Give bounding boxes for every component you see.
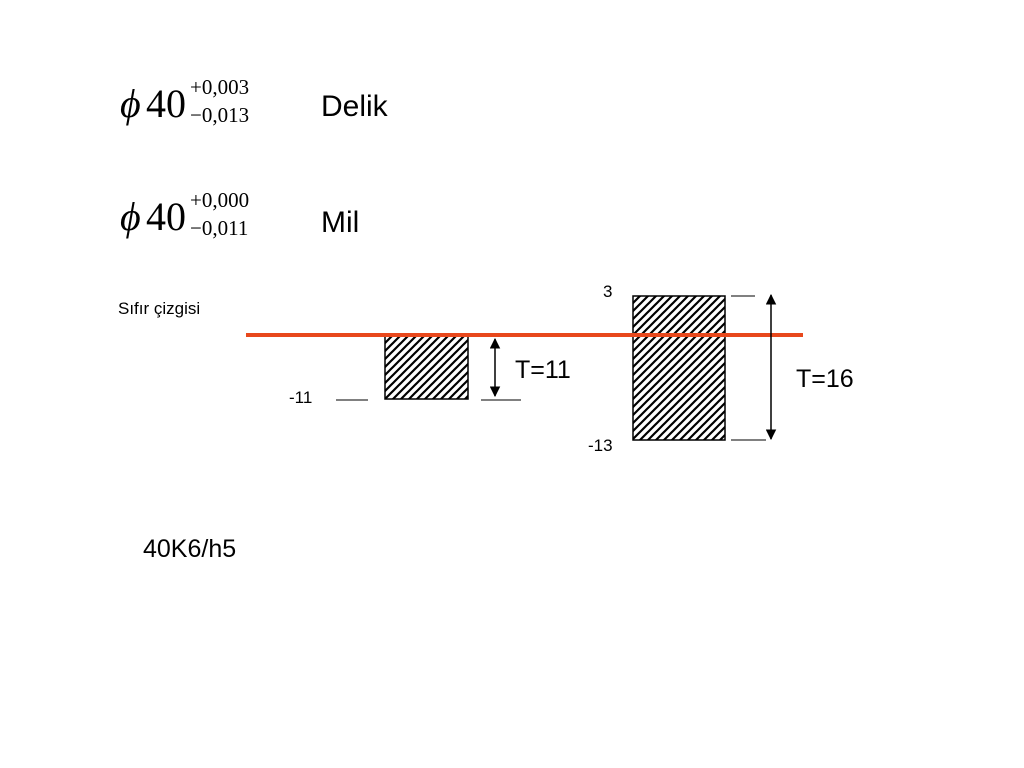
- diameter-symbol: ϕ: [120, 194, 141, 239]
- hole-label: Delik: [321, 90, 388, 123]
- hole-lower-deviation: −0,013: [190, 103, 250, 127]
- hole-tolerance-label: T=16: [796, 365, 854, 393]
- hole-upper-deviation: +0,003: [190, 75, 250, 99]
- hole-tolerance-zone: [632, 295, 726, 441]
- shaft-lower-value-label: -11: [289, 388, 313, 407]
- hole-upper-value-label: 3: [603, 282, 613, 301]
- fit-designation: 40K6/h5: [143, 535, 237, 563]
- shaft-tolerance-formula: ϕ 40 +0,000 −0,011: [120, 189, 280, 255]
- hole-lower-value-label: -13: [588, 436, 613, 455]
- shaft-label: Mil: [321, 206, 360, 239]
- diameter-symbol: ϕ: [120, 81, 141, 126]
- shaft-upper-deviation: +0,000: [190, 188, 250, 212]
- shaft-nominal-size: 40: [146, 194, 186, 239]
- shaft-tolerance-zone: [384, 334, 469, 400]
- hole-nominal-size: 40: [146, 81, 186, 126]
- hole-tolerance-formula: ϕ 40 +0,003 −0,013: [120, 76, 280, 142]
- shaft-tolerance-label: T=11: [515, 356, 571, 384]
- shaft-lower-deviation: −0,011: [190, 216, 249, 240]
- zero-line-label: Sıfır çizgisi: [118, 299, 201, 318]
